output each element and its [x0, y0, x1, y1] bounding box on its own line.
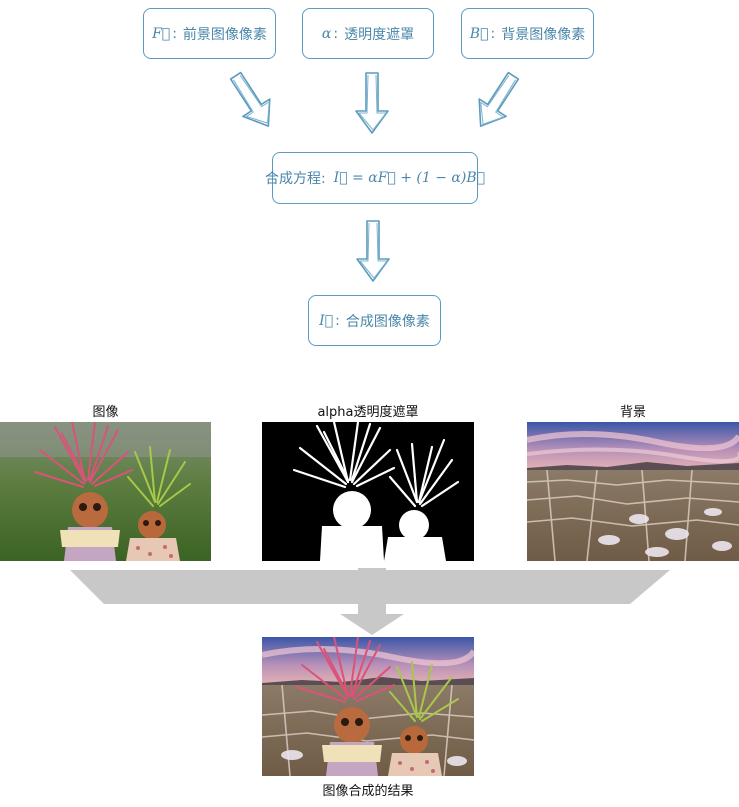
- composite-result-image: [262, 637, 474, 776]
- alpha-symbol: α: [321, 25, 332, 42]
- composite-pixel-box: I⃗ : 合成图像像素: [308, 295, 441, 346]
- alpha-mask-box: α : 透明度遮罩: [302, 8, 434, 59]
- foreground-image: [0, 422, 211, 561]
- pink-hair: [34, 422, 133, 488]
- composite-symbol: I⃗: [319, 312, 334, 329]
- compositing-equation-box: 合成方程: I⃗ = αF⃗ + (1 − α)B⃗: [265, 152, 485, 204]
- foreground-symbol: F⃗: [152, 25, 171, 42]
- background-label: 背景图像像素: [501, 26, 586, 43]
- foreground-pixel-box: F⃗ : 前景图像像素: [143, 8, 276, 59]
- background-symbol: B⃗: [469, 25, 489, 42]
- composite-sep: :: [335, 312, 340, 329]
- background-image: [527, 422, 739, 561]
- composite-result-caption: 图像合成的结果: [322, 784, 414, 799]
- alpha-label: 透明度遮罩: [344, 26, 415, 43]
- background-sep: :: [490, 25, 496, 42]
- image-caption: 图像: [92, 405, 119, 420]
- background-pixel-box: B⃗ : 背景图像像素: [461, 8, 594, 59]
- equation-formula: I⃗ = αF⃗ + (1 − α)B⃗: [333, 170, 486, 186]
- background-caption: 背景: [619, 405, 646, 420]
- foreground-sep: :: [172, 25, 177, 42]
- green-hair: [127, 446, 191, 507]
- alpha-mask-image: [262, 422, 474, 561]
- alpha-sep: :: [333, 25, 339, 42]
- alpha-mask-caption: alpha透明度遮罩: [317, 405, 419, 420]
- equation-prefix: 合成方程:: [264, 171, 326, 187]
- foreground-label: 前景图像像素: [182, 26, 267, 43]
- funnel-stem: [358, 568, 386, 616]
- composite-label: 合成图像像素: [345, 313, 430, 330]
